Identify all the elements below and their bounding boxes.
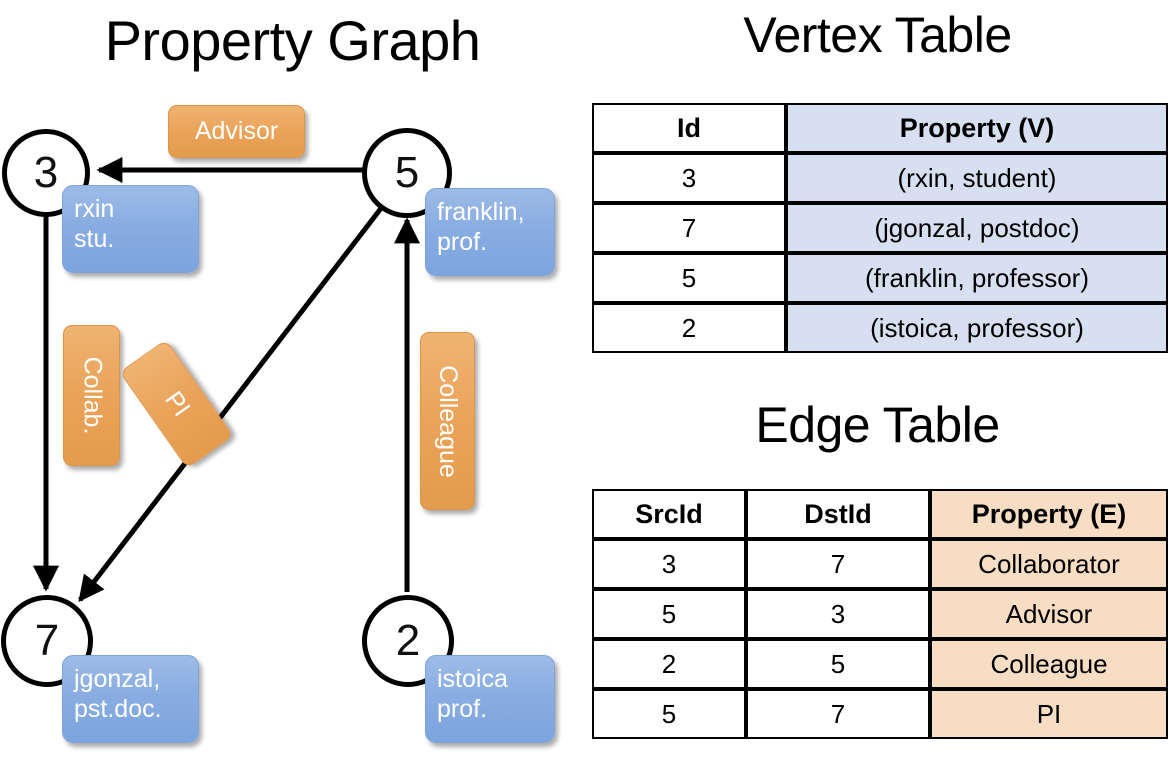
- edge-label-advisor: Advisor: [194, 117, 279, 145]
- table-row[interactable]: 2 5 Colleague: [592, 639, 1168, 689]
- edge-table: SrcId DstId Property (E) 3 7 Collaborato…: [592, 489, 1168, 739]
- table-row[interactable]: 3 7 Collaborator: [592, 539, 1168, 589]
- vertex-property-3-line2: stu.: [74, 224, 115, 253]
- vertex-table-header-id: Id: [592, 103, 786, 153]
- page-title-property-graph: Property Graph: [104, 9, 481, 72]
- vertex-property-box-7[interactable]: jgonzal, pst.doc.: [62, 655, 199, 743]
- vertex-row-3-id: 2: [592, 303, 786, 353]
- edge-row-1-src: 5: [592, 589, 746, 639]
- edge-table-header-srcid: SrcId: [592, 489, 746, 539]
- vertex-row-3-property: (istoica, professor): [786, 303, 1168, 353]
- vertex-row-0-id: 3: [592, 153, 786, 203]
- edge-row-3-dst: 7: [746, 689, 930, 739]
- edge-row-1-dst: 3: [746, 589, 930, 639]
- table-row[interactable]: 5 7 PI: [592, 689, 1168, 739]
- vertex-table-header-property: Property (V): [786, 103, 1168, 153]
- vertex-property-3-line1: rxin: [74, 195, 115, 223]
- edge-row-2-src: 2: [592, 639, 746, 689]
- graph-node-2-label: 2: [395, 616, 421, 665]
- vertex-property-box-5[interactable]: franklin, prof.: [425, 188, 555, 276]
- edge-row-2-property: Colleague: [930, 639, 1168, 689]
- property-graph-diagram: 3 5 7 2 rxin stu. franklin, prof. jgonza…: [1, 105, 555, 743]
- table-row[interactable]: 2 (istoica, professor): [592, 303, 1168, 353]
- vertex-property-5-line1: franklin,: [437, 198, 525, 226]
- edge-row-1-property: Advisor: [930, 589, 1168, 639]
- edge-row-2-dst: 5: [746, 639, 930, 689]
- edge-label-box-advisor[interactable]: Advisor: [168, 105, 305, 158]
- edge-row-3-src: 5: [592, 689, 746, 739]
- graph-node-5[interactable]: 5: [362, 128, 452, 218]
- graph-node-7-label: 7: [34, 616, 60, 665]
- table-row[interactable]: 7 (jgonzal, postdoc): [592, 203, 1168, 253]
- vertex-row-1-property: (jgonzal, postdoc): [786, 203, 1168, 253]
- graph-node-5-label: 5: [394, 148, 420, 197]
- table-header-row: Id Property (V): [592, 103, 1168, 153]
- graph-edges-svg: [33, 157, 420, 603]
- vertex-property-2-line2: prof.: [437, 694, 488, 723]
- edge-row-0-dst: 7: [746, 539, 930, 589]
- vertex-row-2-id: 5: [592, 253, 786, 303]
- page-title-vertex-table: Vertex Table: [743, 7, 1012, 63]
- edge-label-colleague: Colleague: [434, 364, 462, 478]
- graph-node-2[interactable]: 2: [362, 595, 454, 687]
- edge-line-5-to-7: [78, 205, 384, 603]
- page-title-edge-table: Edge Table: [755, 397, 1000, 453]
- table-row[interactable]: 5 (franklin, professor): [592, 253, 1168, 303]
- vertex-property-box-2[interactable]: istoica prof.: [425, 655, 555, 743]
- edge-table-header-property: Property (E): [930, 489, 1168, 539]
- edge-row-3-property: PI: [930, 689, 1168, 739]
- graph-node-3-label: 3: [33, 148, 59, 197]
- edge-table-header-dstid: DstId: [746, 489, 930, 539]
- vertex-row-2-property: (franklin, professor): [786, 253, 1168, 303]
- edge-label-pi: PI: [158, 386, 196, 422]
- table-header-row: SrcId DstId Property (E): [592, 489, 1168, 539]
- table-row[interactable]: 3 (rxin, student): [592, 153, 1168, 203]
- vertex-table: Id Property (V) 3 (rxin, student) 7 (jgo…: [592, 103, 1168, 353]
- edge-row-0-src: 3: [592, 539, 746, 589]
- vertex-property-box-3[interactable]: rxin stu.: [62, 185, 199, 273]
- vertex-row-1-id: 7: [592, 203, 786, 253]
- edge-label-box-colleague[interactable]: Colleague: [420, 332, 475, 510]
- vertex-property-2-line1: istoica: [437, 665, 508, 693]
- table-row[interactable]: 5 3 Advisor: [592, 589, 1168, 639]
- edge-label-collab: Collab.: [78, 356, 107, 435]
- vertex-property-5-line2: prof.: [437, 227, 488, 256]
- edge-label-box-collab[interactable]: Collab.: [63, 325, 120, 466]
- vertex-property-7-line1: jgonzal,: [74, 665, 161, 693]
- edge-row-0-property: Collaborator: [930, 539, 1168, 589]
- vertex-property-7-line2: pst.doc.: [74, 694, 162, 723]
- vertex-row-0-property: (rxin, student): [786, 153, 1168, 203]
